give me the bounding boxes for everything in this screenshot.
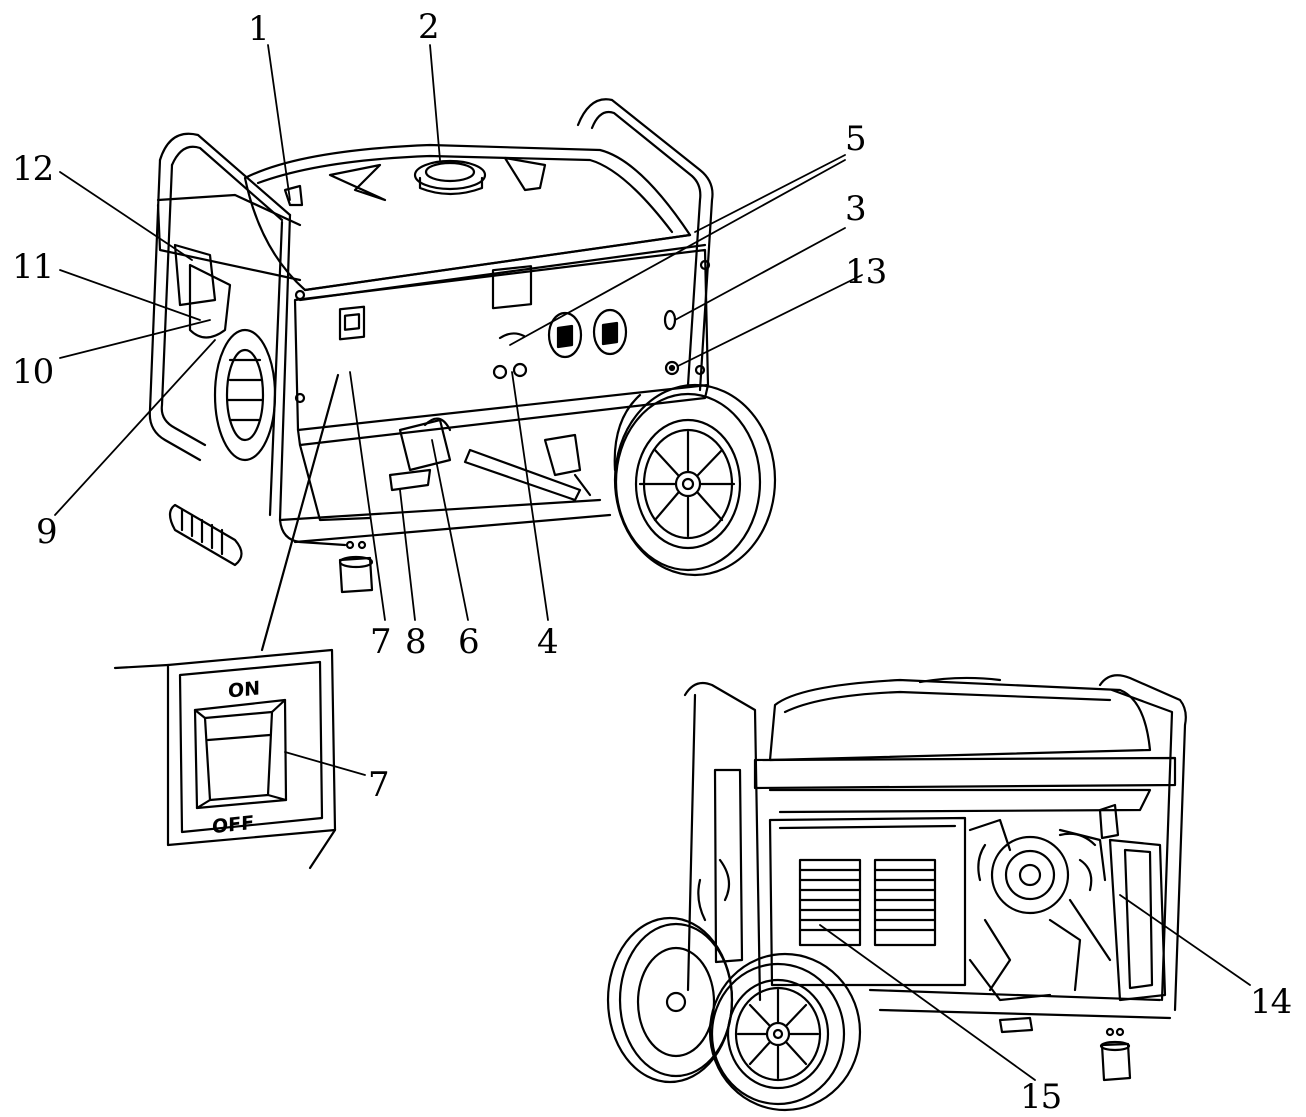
callout-7: 7 [370, 622, 392, 662]
callout-15: 15 [1020, 1077, 1062, 1117]
callout-9: 9 [36, 512, 58, 552]
callout-13: 13 [845, 252, 887, 292]
switch-on-label: ON [228, 677, 261, 703]
callout-11: 11 [12, 247, 54, 287]
callout-6: 6 [458, 622, 480, 662]
callout-12: 12 [12, 149, 54, 189]
switch-off-label: OFF [212, 811, 255, 839]
callout-4: 4 [537, 622, 559, 662]
front-generator [150, 99, 775, 592]
callout-8: 8 [405, 622, 427, 662]
callout-1: 1 [248, 9, 270, 49]
callout-7-inset: 7 [368, 765, 390, 805]
callout-2: 2 [418, 7, 440, 47]
callout-10: 10 [12, 352, 54, 392]
callout-3: 3 [845, 189, 867, 229]
callout-14: 14 [1250, 982, 1292, 1022]
callout-5: 5 [845, 119, 867, 159]
switch-detail-inset [115, 375, 338, 868]
leader-lines [55, 45, 1250, 1080]
rear-generator [608, 675, 1186, 1110]
